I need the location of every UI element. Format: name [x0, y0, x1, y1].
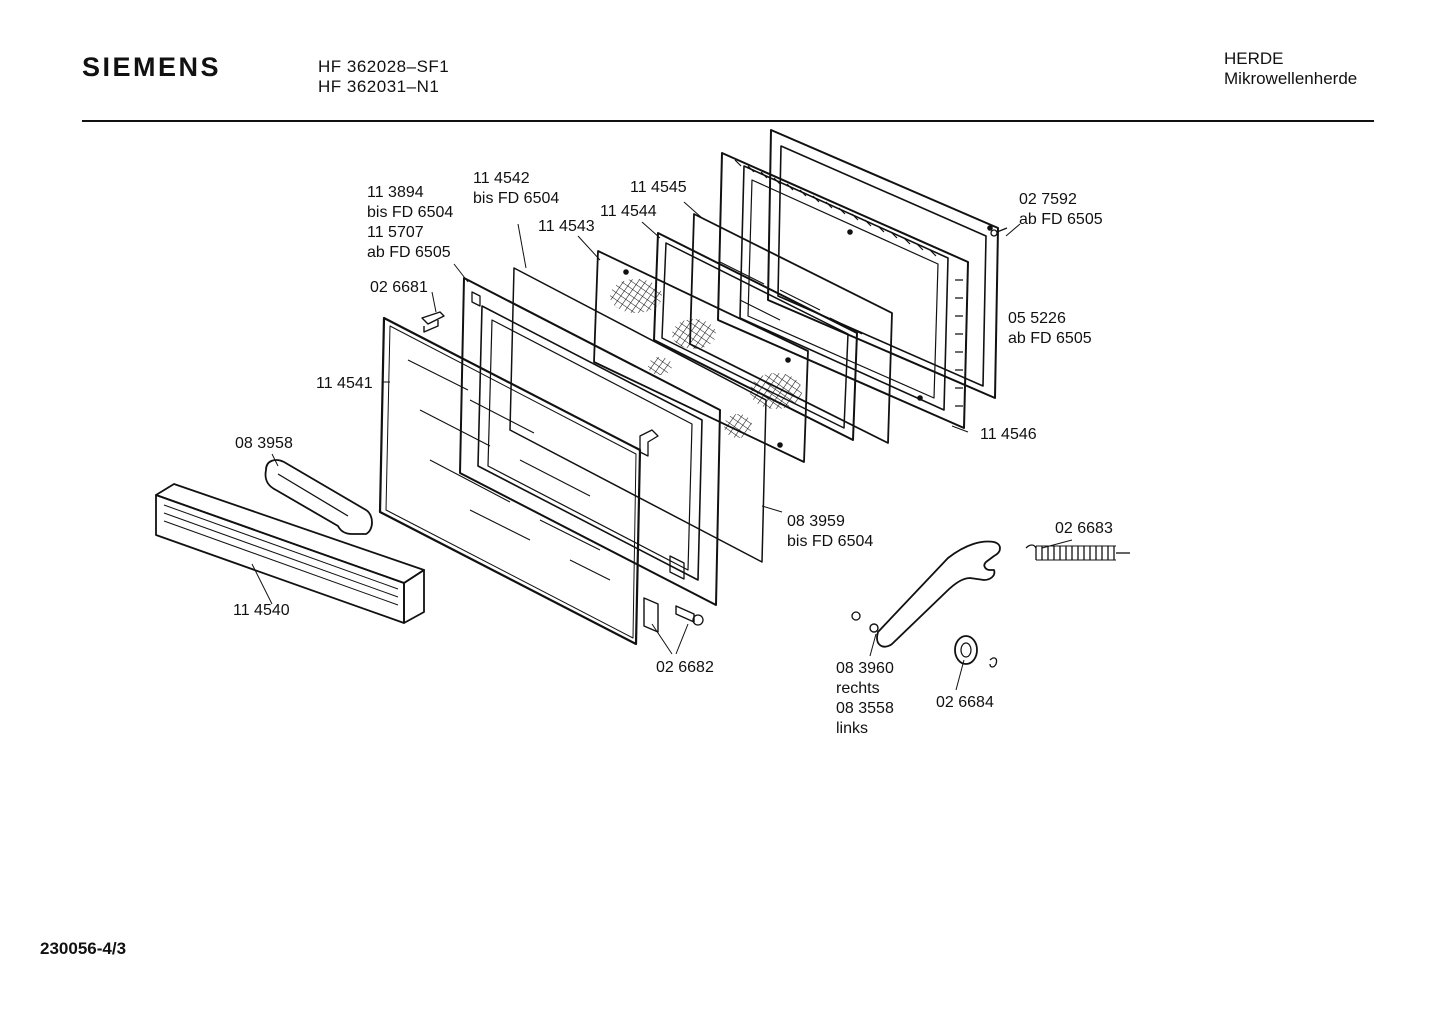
part-label-055226: 05 5226 ab FD 6505: [1008, 309, 1092, 349]
part-label-line: bis FD 6504: [787, 533, 874, 550]
part-label-line: ab FD 6505: [1019, 211, 1103, 228]
part-label-083958: 08 3958: [235, 434, 293, 454]
part-label-114542: 11 4542 bis FD 6504: [473, 169, 559, 209]
category-subtitle: Mikrowellenherde: [1224, 69, 1358, 88]
part-label-line: 08 3558: [836, 700, 894, 717]
lever-part: [851, 540, 1001, 648]
part-label-line: 11 4543: [538, 218, 595, 235]
gasket-strip-part: [509, 267, 767, 563]
part-label-114546: 11 4546: [980, 425, 1037, 445]
part-label-line: ab FD 6505: [1008, 330, 1092, 347]
part-label-083960: 08 3960 rechts 08 3558 links: [836, 659, 894, 739]
part-label-line: links: [836, 720, 869, 737]
part-label-114543: 11 4543: [538, 217, 595, 237]
inner-door-frame-part: [459, 277, 721, 606]
part-label-114540: 11 4540: [233, 601, 290, 621]
part-label-026682: 02 6682: [656, 658, 714, 678]
part-label-027592: 02 7592 ab FD 6505: [1019, 190, 1103, 230]
part-label-line: 05 5226: [1008, 310, 1066, 327]
part-label-line: 11 4541: [316, 375, 373, 392]
part-label-line: bis FD 6504: [367, 204, 454, 221]
document-number: 230056-4/3: [40, 939, 127, 958]
part-label-line: 11 4545: [630, 179, 687, 196]
outer-glass-door-part: [378, 316, 642, 646]
roller-part: [954, 635, 998, 668]
category-title: HERDE: [1224, 49, 1284, 68]
part-label-line: bis FD 6504: [473, 190, 560, 207]
part-label-line: 02 7592: [1019, 191, 1077, 208]
mesh-plate-part: [593, 250, 809, 463]
part-label-114544: 11 4544: [600, 202, 657, 222]
back-gasket-part: [767, 129, 999, 399]
part-label-line: 11 3894: [367, 184, 424, 201]
part-label-line: 02 6684: [936, 694, 994, 711]
clip-part: [421, 311, 445, 333]
part-label-line: 11 4546: [980, 426, 1037, 443]
part-label-114541: 11 4541: [316, 374, 373, 394]
screw-part: [990, 227, 1008, 237]
part-label-line: 08 3958: [235, 435, 293, 452]
part-label-083959: 08 3959 bis FD 6504: [787, 512, 873, 552]
part-label-line: 11 5707: [367, 224, 424, 241]
leader-lines: [251, 201, 1073, 691]
part-label-line: 02 6682: [656, 659, 714, 676]
model-numbers: HF 362028–SF1 HF 362031–N1: [318, 57, 449, 97]
inner-glass-part: [689, 213, 893, 444]
handle-part: [264, 459, 373, 535]
spring-part: [1025, 544, 1130, 561]
part-label-line: 02 6683: [1055, 520, 1113, 537]
part-label-line: 11 4540: [233, 602, 290, 619]
part-label-026681: 02 6681: [370, 278, 428, 298]
part-label-line: 08 3959: [787, 513, 845, 530]
part-label-line: 11 4544: [600, 203, 657, 220]
part-label-114545: 11 4545: [630, 178, 687, 198]
brand-logo: SIEMENS: [82, 52, 222, 82]
part-label-026683: 02 6683: [1055, 519, 1113, 539]
part-label-line: 08 3960: [836, 660, 894, 677]
part-label-line: 11 4542: [473, 170, 530, 187]
bottom-bar-part: [155, 483, 425, 624]
hinge-part: [643, 597, 704, 633]
part-label-026684: 02 6684: [936, 693, 994, 713]
model-number: HF 362028–SF1: [318, 57, 450, 76]
part-label-113894: 11 3894 bis FD 6504 11 5707 ab FD 6505: [367, 183, 453, 263]
header-divider: [82, 120, 1374, 122]
part-label-line: rechts: [836, 680, 880, 697]
model-number: HF 362031–N1: [318, 77, 440, 96]
part-label-line: ab FD 6505: [367, 244, 451, 261]
category: HERDE Mikrowellenherde: [1224, 49, 1357, 89]
part-label-line: 02 6681: [370, 279, 428, 296]
